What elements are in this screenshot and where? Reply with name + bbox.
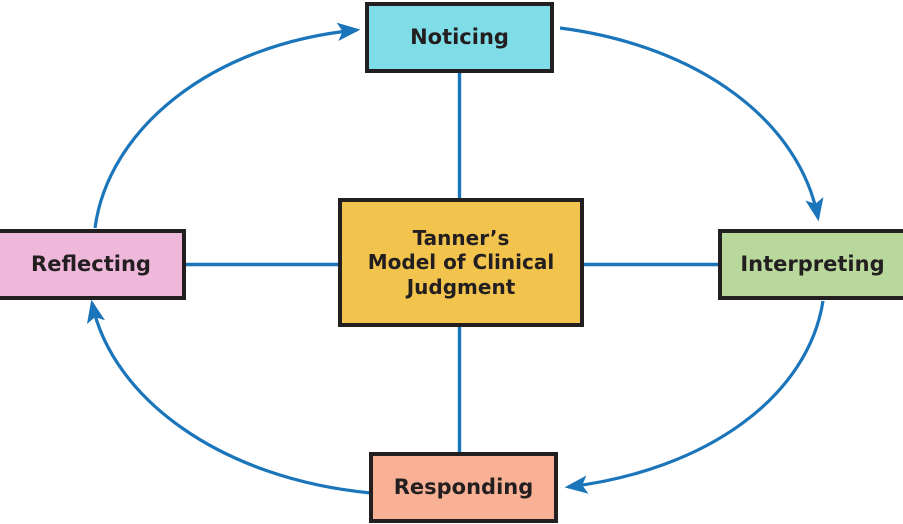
node-responding-label: Responding <box>393 474 534 499</box>
arc-responding-reflecting <box>86 299 372 495</box>
node-reflecting-label: Reflecting <box>31 251 151 276</box>
node-noticing-label: Noticing <box>410 24 509 49</box>
arc-interpreting-responding <box>564 300 825 494</box>
node-interpreting-label: Interpreting <box>740 251 885 276</box>
node-reflecting[interactable]: Reflecting <box>0 229 186 300</box>
arc-noticing-interpreting <box>559 26 824 222</box>
node-center-model[interactable]: Tanner’s Model of Clinical Judgment <box>338 198 584 327</box>
node-interpreting[interactable]: Interpreting <box>718 229 903 300</box>
arc-reflecting-noticing <box>93 22 361 229</box>
node-noticing[interactable]: Noticing <box>365 2 554 73</box>
node-center-label: Tanner’s Model of Clinical Judgment <box>367 225 555 299</box>
node-responding[interactable]: Responding <box>369 452 558 523</box>
